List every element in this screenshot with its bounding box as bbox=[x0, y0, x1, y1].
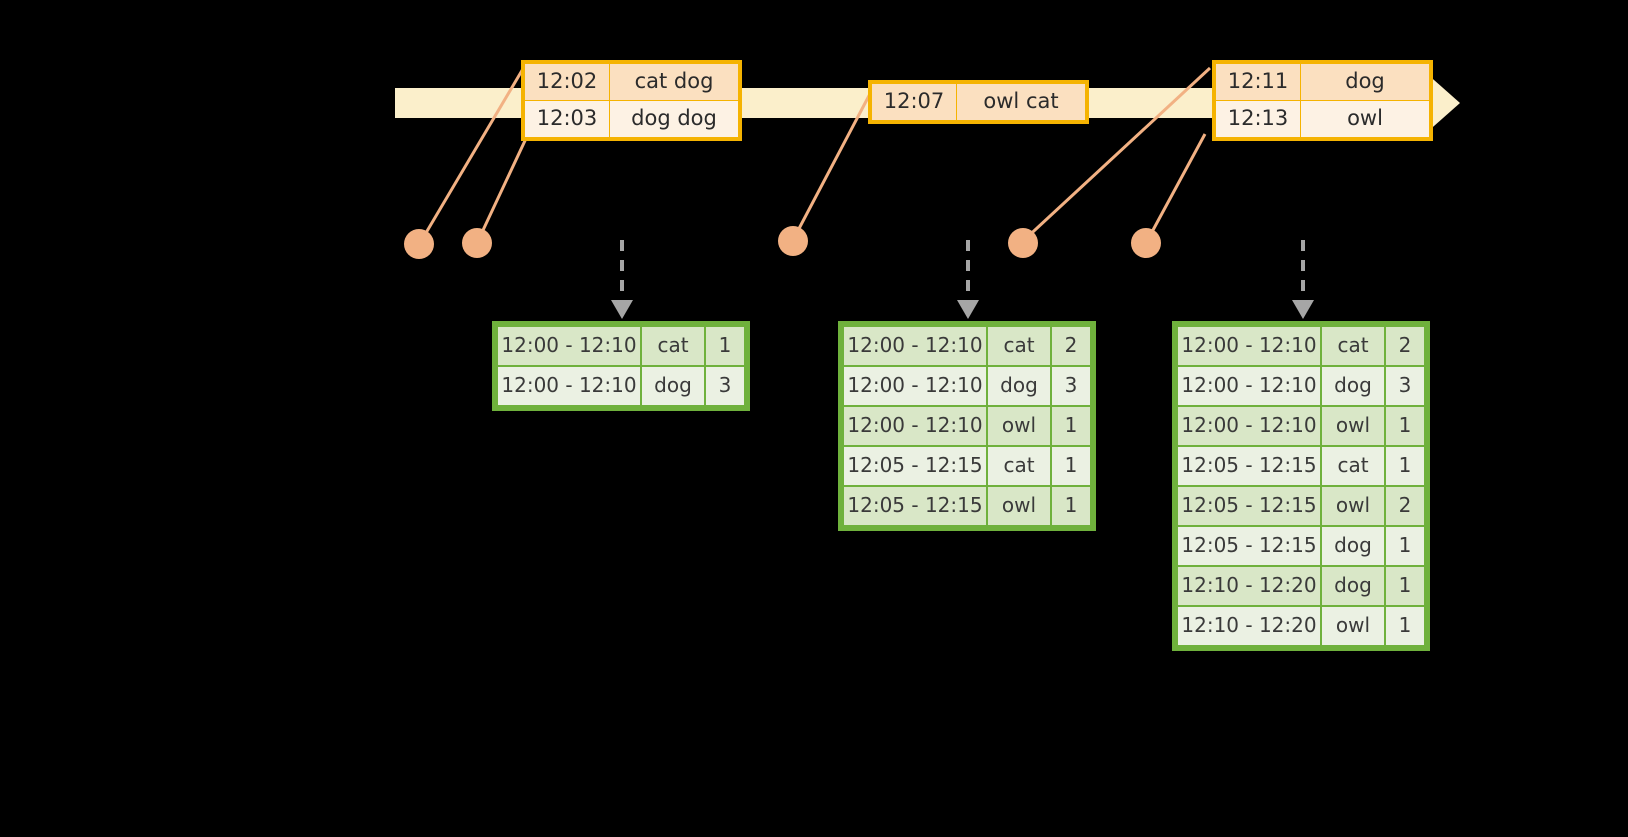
table-row: 12:05 - 12:15 dog 1 bbox=[1176, 525, 1426, 567]
word-cell: owl bbox=[1320, 485, 1386, 527]
count-cell: 1 bbox=[1384, 405, 1426, 447]
event-time: 12:13 bbox=[1215, 100, 1301, 138]
event-row: 12:07 owl cat bbox=[871, 83, 1086, 121]
count-cell: 3 bbox=[1050, 365, 1092, 407]
window-cell: 12:00 - 12:10 bbox=[496, 325, 642, 367]
event-time: 12:03 bbox=[524, 100, 610, 138]
count-cell: 3 bbox=[1384, 365, 1426, 407]
result-arrow-2 bbox=[957, 240, 979, 319]
word-cell: dog bbox=[1320, 525, 1386, 567]
word-cell: cat bbox=[986, 445, 1052, 487]
event-words: owl cat bbox=[956, 83, 1086, 121]
window-cell: 12:00 - 12:10 bbox=[842, 405, 988, 447]
event-dot bbox=[1008, 228, 1038, 258]
table-row: 12:00 - 12:10 dog 3 bbox=[1176, 365, 1426, 407]
event-row: 12:02 cat dog bbox=[524, 63, 739, 101]
table-row: 12:10 - 12:20 dog 1 bbox=[1176, 565, 1426, 607]
window-cell: 12:05 - 12:15 bbox=[842, 445, 988, 487]
word-cell: dog bbox=[986, 365, 1052, 407]
count-cell: 1 bbox=[1050, 485, 1092, 527]
count-cell: 1 bbox=[1050, 445, 1092, 487]
table-row: 12:00 - 12:10 owl 1 bbox=[1176, 405, 1426, 447]
count-cell: 1 bbox=[1384, 605, 1426, 647]
events-box-3[interactable]: 12:11 dog 12:13 owl bbox=[1212, 60, 1433, 141]
window-cell: 12:05 - 12:15 bbox=[1176, 445, 1322, 487]
result-arrow-1 bbox=[611, 240, 633, 319]
word-cell: owl bbox=[986, 485, 1052, 527]
count-cell: 3 bbox=[704, 365, 746, 407]
count-cell: 1 bbox=[1384, 445, 1426, 487]
event-dot bbox=[404, 229, 434, 259]
event-dot bbox=[1131, 228, 1161, 258]
word-cell: cat bbox=[1320, 445, 1386, 487]
event-words: cat dog bbox=[609, 63, 739, 101]
table-row: 12:05 - 12:15 cat 1 bbox=[1176, 445, 1426, 487]
event-row: 12:03 dog dog bbox=[524, 100, 739, 138]
event-words: dog dog bbox=[609, 100, 739, 138]
count-cell: 1 bbox=[1384, 525, 1426, 567]
table-row: 12:00 - 12:10 dog 3 bbox=[842, 365, 1092, 407]
window-cell: 12:05 - 12:15 bbox=[1176, 525, 1322, 567]
table-row: 12:05 - 12:15 owl 1 bbox=[842, 485, 1092, 527]
word-cell: dog bbox=[1320, 565, 1386, 607]
word-cell: cat bbox=[640, 325, 706, 367]
result-table-1[interactable]: 12:00 - 12:10 cat 1 12:00 - 12:10 dog 3 bbox=[492, 321, 750, 411]
count-cell: 2 bbox=[1384, 325, 1426, 367]
window-cell: 12:00 - 12:10 bbox=[842, 365, 988, 407]
table-row: 12:05 - 12:15 owl 2 bbox=[1176, 485, 1426, 527]
table-row: 12:00 - 12:10 cat 2 bbox=[1176, 325, 1426, 367]
event-dots bbox=[404, 226, 1161, 259]
word-cell: cat bbox=[986, 325, 1052, 367]
count-cell: 1 bbox=[1384, 565, 1426, 607]
event-time: 12:11 bbox=[1215, 63, 1301, 101]
window-cell: 12:10 - 12:20 bbox=[1176, 605, 1322, 647]
event-words: owl bbox=[1300, 100, 1430, 138]
window-cell: 12:05 - 12:15 bbox=[1176, 485, 1322, 527]
window-cell: 12:10 - 12:20 bbox=[1176, 565, 1322, 607]
window-cell: 12:00 - 12:10 bbox=[842, 325, 988, 367]
result-arrows bbox=[611, 240, 1314, 319]
result-table-2[interactable]: 12:00 - 12:10 cat 2 12:00 - 12:10 dog 3 … bbox=[838, 321, 1096, 531]
word-cell: cat bbox=[1320, 325, 1386, 367]
events-box-2[interactable]: 12:07 owl cat bbox=[868, 80, 1089, 124]
count-cell: 2 bbox=[1050, 325, 1092, 367]
word-cell: owl bbox=[1320, 405, 1386, 447]
event-row: 12:13 owl bbox=[1215, 100, 1430, 138]
table-row: 12:00 - 12:10 cat 2 bbox=[842, 325, 1092, 367]
events-box-1[interactable]: 12:02 cat dog 12:03 dog dog bbox=[521, 60, 742, 141]
word-cell: owl bbox=[1320, 605, 1386, 647]
table-row: 12:05 - 12:15 cat 1 bbox=[842, 445, 1092, 487]
event-dot bbox=[778, 226, 808, 256]
count-cell: 1 bbox=[704, 325, 746, 367]
word-cell: owl bbox=[986, 405, 1052, 447]
window-cell: 12:00 - 12:10 bbox=[496, 365, 642, 407]
count-cell: 1 bbox=[1050, 405, 1092, 447]
word-cell: dog bbox=[1320, 365, 1386, 407]
window-cell: 12:00 - 12:10 bbox=[1176, 405, 1322, 447]
table-row: 12:00 - 12:10 cat 1 bbox=[496, 325, 746, 367]
result-arrow-3 bbox=[1292, 240, 1314, 319]
table-row: 12:00 - 12:10 owl 1 bbox=[842, 405, 1092, 447]
table-row: 12:10 - 12:20 owl 1 bbox=[1176, 605, 1426, 647]
event-row: 12:11 dog bbox=[1215, 63, 1430, 101]
window-cell: 12:00 - 12:10 bbox=[1176, 365, 1322, 407]
event-time: 12:07 bbox=[871, 83, 957, 121]
count-cell: 2 bbox=[1384, 485, 1426, 527]
word-cell: dog bbox=[640, 365, 706, 407]
result-table-3[interactable]: 12:00 - 12:10 cat 2 12:00 - 12:10 dog 3 … bbox=[1172, 321, 1430, 651]
event-time: 12:02 bbox=[524, 63, 610, 101]
window-cell: 12:05 - 12:15 bbox=[842, 485, 988, 527]
event-dot bbox=[462, 228, 492, 258]
event-words: dog bbox=[1300, 63, 1430, 101]
table-row: 12:00 - 12:10 dog 3 bbox=[496, 365, 746, 407]
window-cell: 12:00 - 12:10 bbox=[1176, 325, 1322, 367]
